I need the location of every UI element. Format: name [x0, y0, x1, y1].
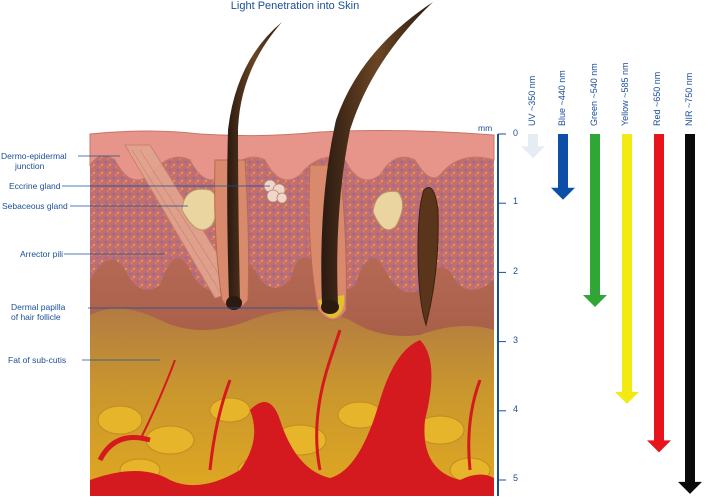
hair-shaft-1: [227, 22, 282, 300]
scale-tick-4: 4: [513, 404, 519, 414]
wavelength-arrow: [678, 134, 702, 494]
label-eccrine-gland: Eccrine gland: [9, 181, 61, 191]
wavelength-label-nir: NIR ~750 nm: [684, 72, 694, 126]
wavelength-arrow: [583, 134, 607, 307]
blood-vessels: [90, 340, 494, 496]
page-title: Light Penetration into Skin: [230, 0, 360, 12]
scale-unit: mm: [478, 123, 493, 133]
scale-tick-3: 3: [513, 335, 519, 345]
wavelength-label-red: Red ~650 nm: [652, 71, 662, 126]
label-sebaceous-gland: Sebaceous gland: [2, 201, 68, 211]
scale-tick-5: 5: [513, 473, 519, 483]
wavelength-arrow: [551, 134, 575, 200]
wavelength-arrow: [647, 134, 671, 453]
wavelength-label-green: Green ~540 nm: [589, 63, 599, 126]
hair-follicle-3: [417, 187, 439, 327]
wavelength-arrow: [521, 134, 545, 159]
scale-tick-2: 2: [513, 266, 519, 276]
wavelength-arrow: [615, 134, 639, 404]
scale-tick-1: 1: [513, 196, 519, 206]
label-arrector-pili: Arrector pili: [20, 249, 63, 259]
sebaceous-gland-2: [372, 190, 403, 231]
wavelength-label-blue: Blue ~440 nm: [557, 70, 567, 126]
epidermis-layer: [89, 130, 495, 181]
hair-shaft-2: [321, 2, 433, 305]
label-fat-of-sub-cutis: Fat of sub-cutis: [8, 355, 67, 365]
wavelength-label-uv: UV ~350 nm: [527, 75, 537, 126]
wavelength-label-yellow: Yellow ~585 nm: [620, 62, 630, 126]
scale-tick-0: 0: [513, 128, 519, 138]
